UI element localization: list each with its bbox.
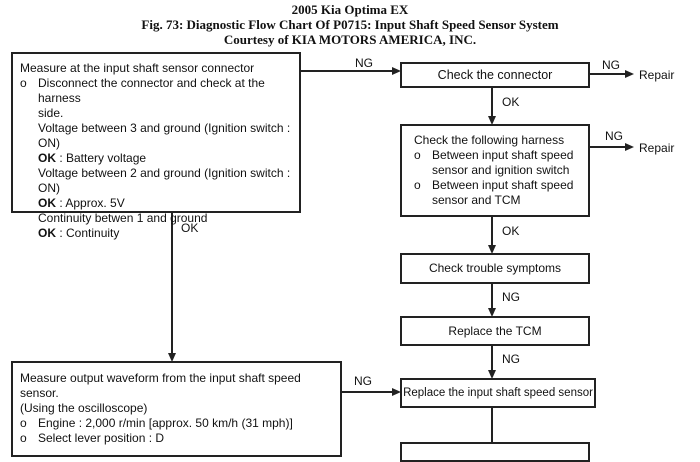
arrowhead-to-waveform [168,353,176,362]
ok-approx-5v: OK : Approx. 5V [20,196,293,211]
replace-sensor-text: Replace the input shaft speed sensor [403,386,593,399]
arrowhead-repair-1 [625,70,634,78]
arrowhead-to-harness [488,116,496,125]
label-ng-trouble: NG [502,290,520,304]
figure-header: 2005 Kia Optima EX Fig. 73: Diagnostic F… [0,2,700,47]
label-ng-waveform: NG [354,374,372,388]
waveform-lever-text: Select lever position : D [38,431,165,445]
ok-value: : Battery voltage [56,151,147,165]
waveform-line-2: (Using the oscilloscope) [20,401,148,415]
line-measure-down [171,212,173,354]
arrowhead-to-sensor [488,370,496,379]
line-tcm-down [491,345,493,371]
check-trouble-text: Check trouble symptoms [428,261,562,275]
header-courtesy: Courtesy of KIA MOTORS AMERICA, INC. [223,32,477,47]
step-replace-tcm: Replace the TCM [400,316,590,346]
voltage-2-text: Voltage between 2 and ground (Ignition s… [38,166,291,195]
replace-tcm-text: Replace the TCM [448,323,542,338]
waveform-engine-text: Engine : 2,000 r/min [approx. 50 km/h (3… [38,416,293,430]
label-repair-2: Repair [639,141,675,155]
voltage-3-text: Voltage between 3 and ground (Ignition s… [38,121,291,150]
step-check-connector: Check the connector [400,62,590,88]
label-repair-1: Repair [639,68,675,82]
ok-battery-voltage: OK : Battery voltage [20,151,293,166]
label-ng-harness-repair: NG [605,129,623,143]
ok-continuity: OK : Continuity [20,226,293,241]
ok-label: OK [38,226,56,240]
step-measure-connector: Measure at the input shaft sensor connec… [11,52,301,240]
line-harness-down [491,216,493,246]
waveform-line-1: Measure output waveform from the input s… [20,371,301,400]
next-step-box [400,442,590,462]
waveform-item-1: o Engine : 2,000 r/min [approx. 50 km/h … [20,416,336,431]
bullet: o [20,76,27,90]
label-ok-connector: OK [502,95,520,109]
line-waveform-to-sensor [340,391,393,393]
line-harness-repair [588,146,626,148]
harness-item-2-line-2: sensor and TCM [432,193,521,207]
line-sensor-down [491,407,493,452]
arrowhead-to-trouble [488,245,496,254]
arrowhead-to-tcm [488,308,496,317]
check-connector-text: Check the connector [437,67,553,82]
measure-connector-title: Measure at the input shaft sensor connec… [20,61,255,75]
measure-connector-item: o Disconnect the connector and check at … [20,76,293,121]
harness-item-2-line-1: Between input shaft speed [432,178,574,192]
label-ng-connector-repair: NG [602,58,620,72]
disconnect-line-1: Disconnect the connector and check at th… [38,76,265,105]
arrowhead-waveform-to-sensor [392,388,401,396]
step-measure-waveform: Measure output waveform from the input s… [11,361,342,457]
ok-value: : Approx. 5V [56,196,125,210]
waveform-item-2: o Select lever position : D [20,431,336,446]
harness-item-1-line-2: sensor and ignition switch [432,163,570,177]
label-ng-to-connector: NG [355,56,373,70]
line-trouble-down [491,283,493,309]
continuity-text: Continuity betwen 1 and ground [38,211,208,225]
header-figure-title: Fig. 73: Diagnostic Flow Chart Of P0715:… [141,17,559,32]
bullet: o [20,416,27,430]
ok-label: OK [38,196,56,210]
header-vehicle: 2005 Kia Optima EX [291,2,409,17]
label-ng-tcm: NG [502,352,520,366]
step-check-harness: Check the following harness o Between in… [400,124,590,217]
harness-item-1-line-1: Between input shaft speed [432,148,574,162]
line-measure-to-connector [300,70,393,72]
ok-label: OK [38,151,56,165]
arrowhead-to-connector [392,67,401,75]
step-replace-sensor: Replace the input shaft speed sensor [400,378,596,408]
bullet: o [414,148,421,162]
arrowhead-repair-2 [625,143,634,151]
line-connector-repair [588,73,626,75]
disconnect-line-2: side. [38,106,64,120]
bullet: o [20,431,27,445]
label-ok-measure: OK [181,221,199,235]
check-harness-title: Check the following harness [414,133,565,147]
label-ok-harness: OK [502,224,520,238]
harness-item-2: o Between input shaft speed sensor and T… [414,178,584,208]
bullet: o [414,178,421,192]
arrowheads [168,67,634,396]
harness-item-1: o Between input shaft speed sensor and i… [414,148,584,178]
line-connector-down [491,87,493,117]
step-check-trouble-symptoms: Check trouble symptoms [400,253,590,284]
ok-value: : Continuity [56,226,120,240]
